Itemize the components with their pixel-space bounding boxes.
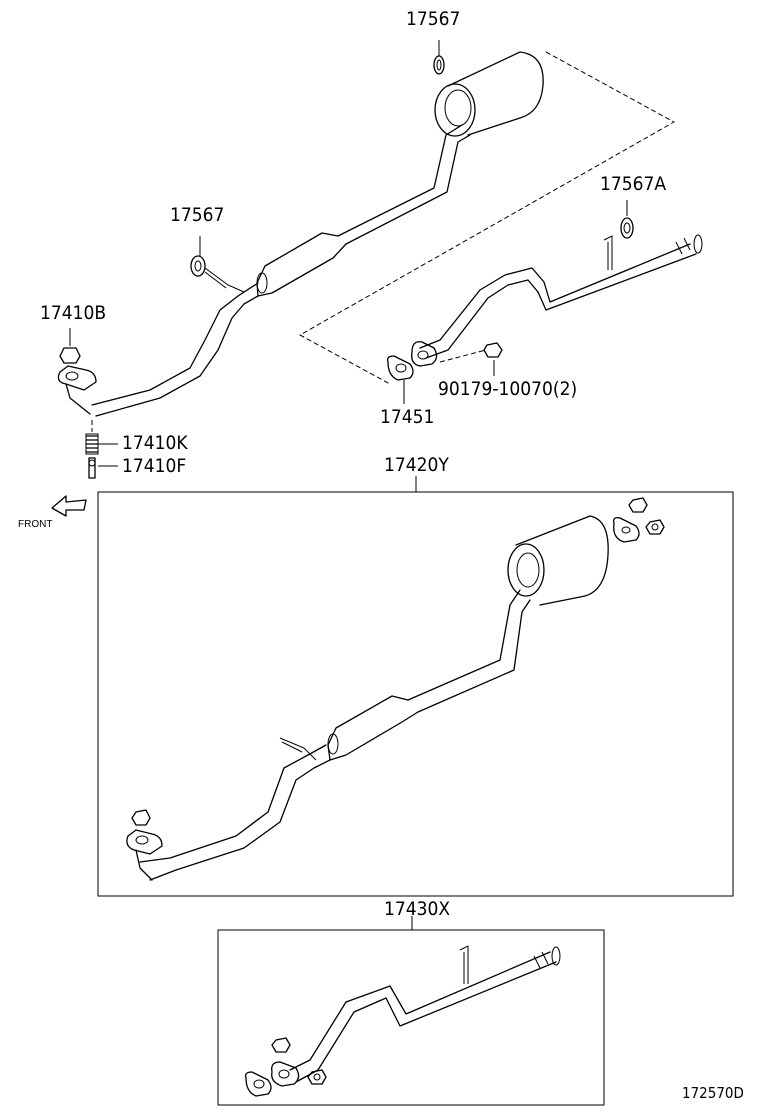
tail-17430x-drawing	[244, 945, 561, 1097]
callout-17567-left: 17567	[170, 204, 225, 226]
assembly-box-frame	[97, 491, 734, 897]
callout-17420y: 17420Y	[384, 454, 449, 476]
gasket-icon	[386, 355, 414, 381]
nut-icon	[59, 347, 81, 364]
hex-nut-icon	[483, 342, 503, 358]
callout-17410f: 17410F	[122, 455, 187, 477]
callout-17410k: 17410K	[122, 432, 188, 454]
insulator-right-icon	[620, 217, 634, 239]
upper-tail-pipe	[411, 234, 703, 367]
upper-front-pipe-muffler	[57, 51, 544, 417]
callout-17430x: 17430X	[384, 898, 451, 920]
callout-17567-top: 17567	[406, 8, 461, 30]
front-label: FRONT	[18, 519, 53, 530]
callout-17410b: 17410B	[40, 302, 107, 324]
spring-icon	[85, 433, 99, 455]
diagram-id: 172570D	[682, 1084, 744, 1102]
bolt-icon	[88, 457, 96, 479]
assembly-17420y-drawing	[126, 497, 665, 881]
insulator-left-icon	[190, 255, 206, 277]
tail-box-frame	[217, 929, 605, 1106]
front-arrow-icon	[51, 495, 87, 517]
callout-17451: 17451	[380, 406, 435, 428]
insulator-top-icon	[433, 55, 445, 75]
callout-90179-10070: 90179-10070(2)	[438, 378, 578, 400]
callout-17567a: 17567A	[600, 173, 667, 195]
